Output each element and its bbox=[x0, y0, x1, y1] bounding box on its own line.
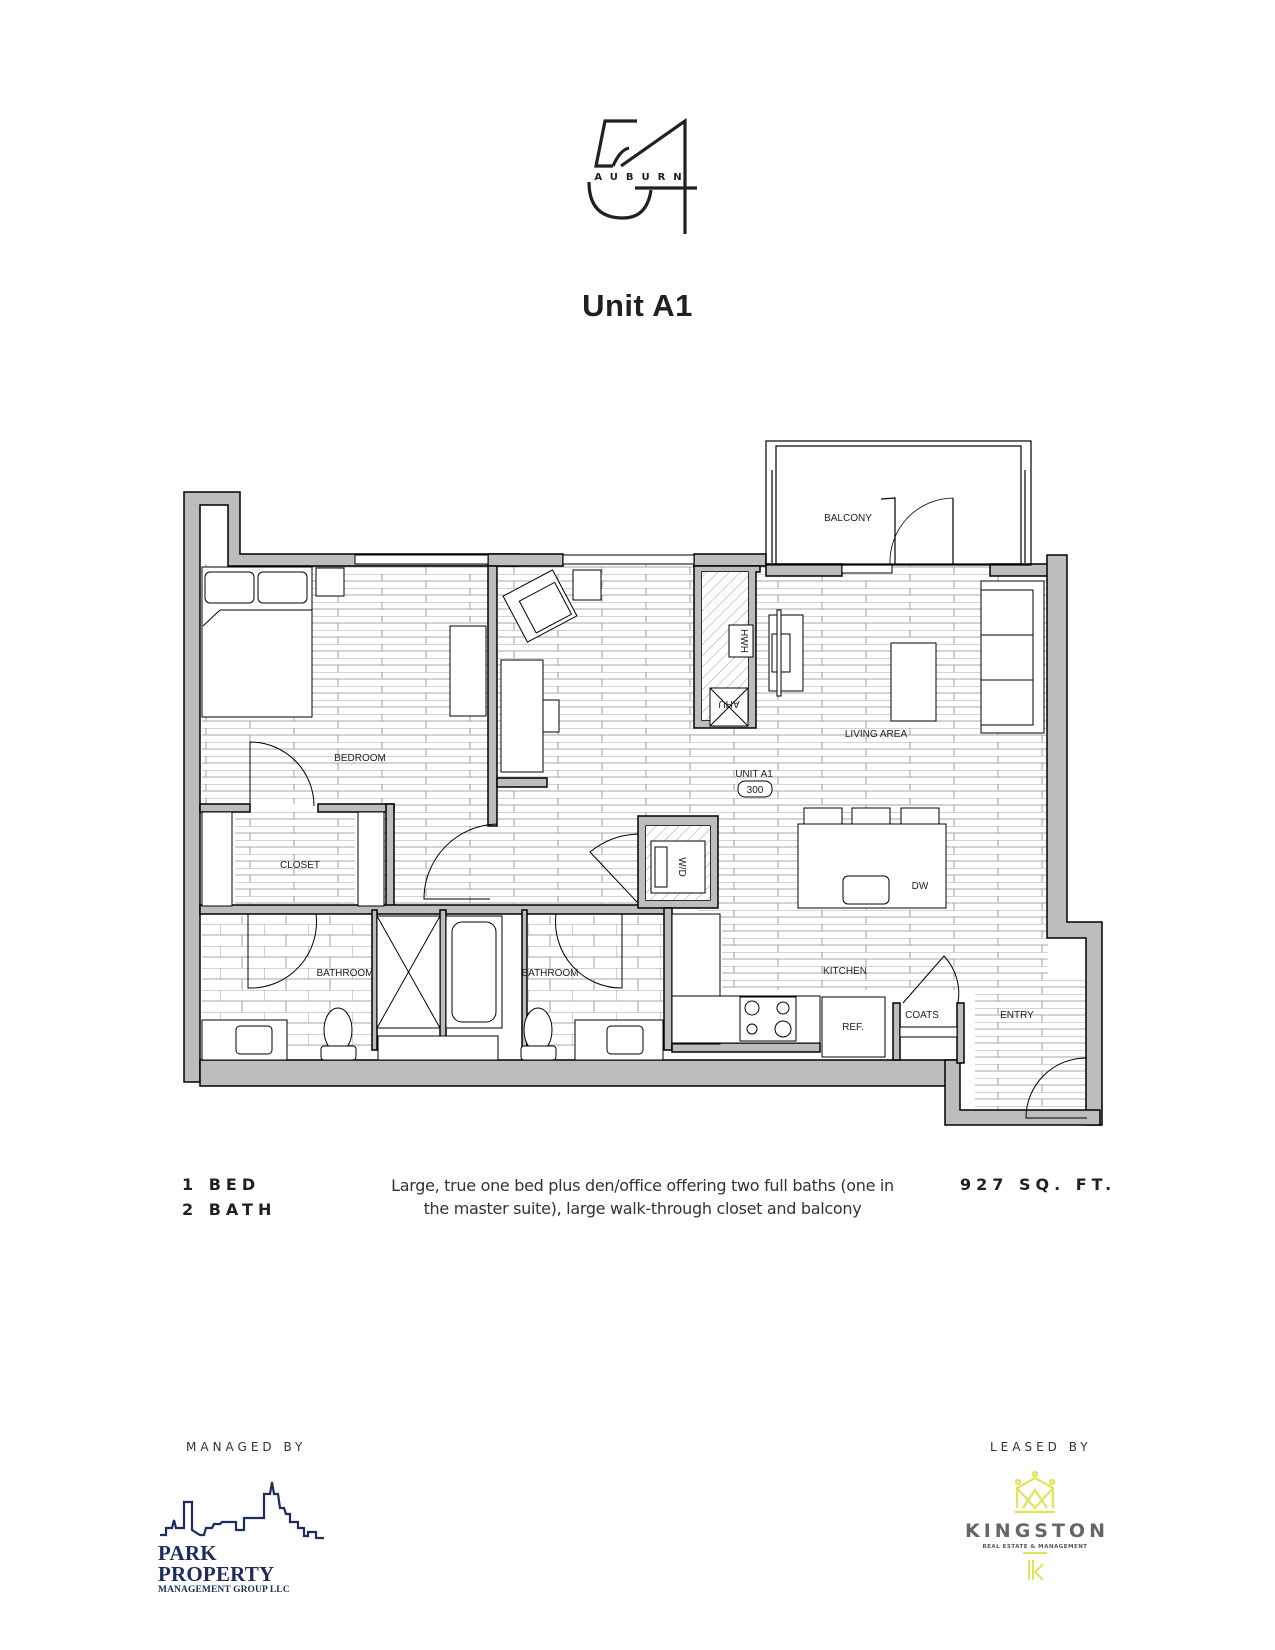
wall-right-exterior bbox=[1046, 554, 1103, 1126]
bed-count: 1 BED bbox=[182, 1175, 261, 1194]
managed-by-label: MANAGED BY bbox=[186, 1440, 307, 1454]
kingston-logo: KINGSTON REAL ESTATE & MANAGEMENT bbox=[965, 1470, 1105, 1590]
shower bbox=[376, 915, 441, 1029]
wd-label: W/D bbox=[676, 857, 687, 876]
refrigerator bbox=[821, 996, 886, 1058]
wall-closet-right bbox=[385, 803, 395, 910]
bed bbox=[201, 566, 313, 718]
park-property-name: PARK PROPERTY bbox=[158, 1541, 275, 1586]
wall-coats-left bbox=[892, 1002, 901, 1061]
dining-table bbox=[768, 609, 804, 697]
unit-number-tag bbox=[737, 780, 773, 798]
den-door bbox=[423, 823, 498, 900]
wall-shower-left bbox=[371, 909, 378, 1051]
closet-shelf-right bbox=[357, 811, 385, 907]
coffee-table bbox=[890, 642, 937, 722]
window-den bbox=[562, 554, 695, 565]
vanity-1 bbox=[201, 1019, 288, 1061]
wall-top-right bbox=[989, 563, 1051, 577]
park-property-subtitle: MANAGEMENT GROUP LLC bbox=[158, 1585, 290, 1595]
leased-by-label: LEASED BY bbox=[990, 1440, 1092, 1454]
kingston-monogram-icon bbox=[1023, 1552, 1047, 1581]
wall-kitchen-left bbox=[663, 907, 673, 1051]
wall-top-balcony-left bbox=[765, 563, 843, 577]
auburn-54-logo: AUBURN bbox=[587, 118, 697, 234]
bath-count: 2 BATH bbox=[182, 1200, 277, 1219]
unit-title: Unit A1 bbox=[582, 288, 693, 323]
wall-coats-right bbox=[956, 1002, 965, 1064]
unit-description: Large, true one bed plus den/office offe… bbox=[391, 1176, 894, 1218]
wall-top-mid bbox=[693, 553, 767, 567]
wall-closet-top-right bbox=[317, 803, 395, 813]
hwh-label: HWH bbox=[738, 629, 749, 653]
closet-label: CLOSET bbox=[280, 860, 320, 871]
linen-shelf bbox=[377, 1035, 499, 1061]
bedroom-label: BEDROOM bbox=[334, 753, 386, 764]
bath1-door bbox=[247, 913, 317, 989]
wd-panel bbox=[654, 846, 668, 888]
coats-door bbox=[902, 955, 960, 1004]
park-property-logo: PARK PROPERTY MANAGEMENT GROUP LLC bbox=[158, 1480, 328, 1595]
dw-label: DW bbox=[912, 881, 929, 892]
unit-tag-label: UNIT A1 bbox=[735, 769, 773, 780]
desk-chair bbox=[542, 699, 560, 733]
ahu-label: AHU bbox=[718, 698, 739, 709]
entry-label: ENTRY bbox=[1000, 1010, 1034, 1021]
range bbox=[739, 996, 797, 1042]
unit-number: 300 bbox=[747, 785, 764, 796]
kitchen-island bbox=[797, 807, 947, 909]
hall-floor bbox=[380, 800, 640, 905]
bathroom2-label: BATHROOM bbox=[521, 968, 578, 979]
square-footage: 927 SQ. FT. bbox=[960, 1175, 1117, 1194]
ahu-unit bbox=[709, 687, 749, 727]
wall-den-stub bbox=[496, 777, 548, 788]
kitchen-label: KITCHEN bbox=[823, 966, 867, 977]
bathroom1-label: BATHROOM bbox=[316, 968, 373, 979]
wall-bedroom-den bbox=[487, 565, 498, 827]
kingston-tagline: REAL ESTATE & MANAGEMENT bbox=[982, 1544, 1088, 1550]
wall-left-exterior bbox=[183, 491, 521, 1083]
living-area-label: LIVING AREA bbox=[845, 729, 908, 740]
desk bbox=[500, 659, 544, 773]
closet-shelf-left bbox=[201, 811, 233, 907]
coats-label: COATS bbox=[905, 1010, 939, 1021]
entry-floor bbox=[975, 980, 1095, 1122]
wall-shower-tub bbox=[439, 909, 447, 1051]
wd-door bbox=[589, 833, 639, 903]
armchair bbox=[502, 569, 578, 643]
crown-icon bbox=[1014, 1470, 1056, 1514]
closet-floor bbox=[235, 810, 355, 910]
nightstand bbox=[315, 567, 345, 597]
bedroom-door bbox=[249, 741, 315, 807]
skyline-icon bbox=[160, 1481, 324, 1540]
coats-shelf bbox=[899, 1026, 958, 1038]
bedroom-dresser bbox=[449, 625, 487, 717]
balcony bbox=[765, 440, 1032, 566]
entry-door bbox=[1025, 1057, 1088, 1119]
wall-bath-top bbox=[199, 904, 669, 915]
balcony-label: BALCONY bbox=[824, 513, 872, 524]
kingston-name: KINGSTON bbox=[965, 1520, 1109, 1542]
toilet-1 bbox=[320, 1007, 357, 1061]
wall-top-den bbox=[487, 553, 564, 567]
toilet-2 bbox=[520, 1007, 557, 1061]
ref-label: REF. bbox=[842, 1022, 864, 1033]
wall-bottom-exterior bbox=[199, 1059, 956, 1087]
window-bedroom bbox=[354, 554, 489, 565]
logo-word: AUBURN bbox=[594, 172, 689, 183]
bath2-door bbox=[555, 913, 623, 989]
vanity-2 bbox=[574, 1019, 664, 1061]
hwh-unit bbox=[728, 624, 754, 658]
sofa bbox=[980, 580, 1045, 734]
bathtub bbox=[445, 915, 503, 1029]
wall-closet-top-left bbox=[199, 803, 251, 813]
side-table bbox=[572, 569, 602, 601]
